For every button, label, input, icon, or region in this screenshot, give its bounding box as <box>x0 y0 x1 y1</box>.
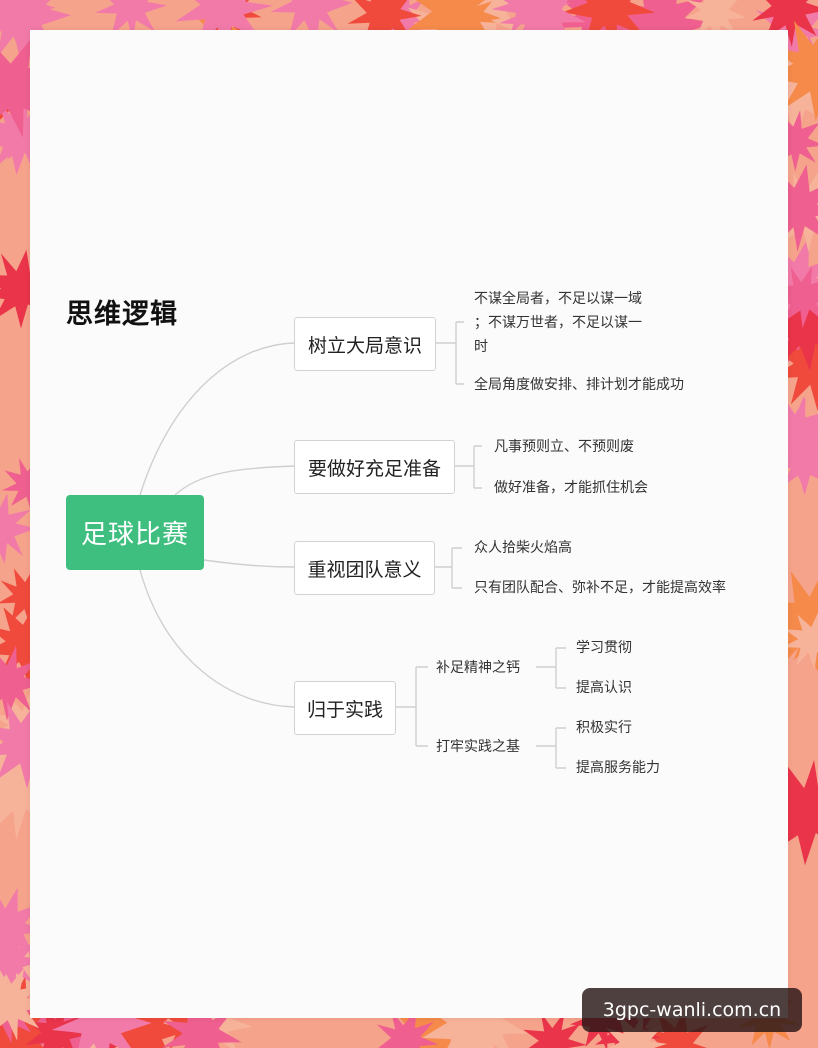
leaf-text: ；不谋万世者，不足以谋一 <box>474 315 642 331</box>
connector-branch-2 <box>174 465 295 496</box>
decorative-star <box>772 265 818 329</box>
sub-node-2: 打牢实践之基 <box>436 739 520 755</box>
connector-branch-4 <box>139 569 295 708</box>
watermark-badge: 3gpc-wanli.com.cn <box>582 988 802 1032</box>
branch-node-4: 归于实践 <box>294 681 396 735</box>
connector-b2 <box>453 445 482 489</box>
decorative-star <box>162 995 242 1048</box>
branch-node-2: 要做好充足准备 <box>294 440 455 494</box>
decorative-star <box>764 110 818 172</box>
leaf-text: 只有团队配合、弥补不足，才能提高效率 <box>474 580 726 596</box>
decorative-star <box>523 1011 587 1048</box>
leaf-text: 提高认识 <box>576 680 632 696</box>
decorative-star <box>0 493 36 564</box>
decorative-star <box>376 1008 439 1048</box>
leaf-text: 做好准备，才能抓住机会 <box>494 480 648 496</box>
branch-node-3: 重视团队意义 <box>294 541 435 595</box>
decorative-star <box>760 395 818 471</box>
connector-b1 <box>434 321 464 385</box>
connector-branch-3 <box>203 559 295 568</box>
decorative-star <box>764 20 818 122</box>
leaf-text: 学习贯彻 <box>576 640 632 656</box>
leaf-text: 众人拾柴火焰高 <box>474 540 572 556</box>
central-topic: 足球比赛 <box>66 495 204 570</box>
decorative-star <box>562 0 655 52</box>
decorative-star <box>0 0 56 47</box>
connector-branch-1 <box>139 342 295 496</box>
decorative-star <box>759 571 818 672</box>
decorative-star <box>0 249 59 329</box>
decorative-star <box>783 612 818 670</box>
connector-b4 <box>394 666 428 747</box>
decorative-star <box>440 0 497 46</box>
decorative-star <box>0 968 49 1041</box>
leaf-text: 凡事预则立、不预则废 <box>494 439 634 455</box>
sub-node-1: 补足精神之钙 <box>436 660 520 676</box>
page-title: 思维逻辑 <box>66 299 178 330</box>
leaf-text: 积极实行 <box>576 720 632 736</box>
connector-s1 <box>536 647 566 689</box>
decorative-star <box>25 1004 88 1048</box>
branch-node-1: 树立大局意识 <box>294 317 436 371</box>
leaf-text: 时 <box>474 339 488 355</box>
leaf-text: 不谋全局者，不足以谋一域 <box>474 291 642 307</box>
connector-s2 <box>536 727 566 769</box>
connector-b3 <box>433 547 462 589</box>
leaf-text: 提高服务能力 <box>576 760 660 776</box>
leaf-text: 全局角度做安排、排计划才能成功 <box>474 377 684 393</box>
